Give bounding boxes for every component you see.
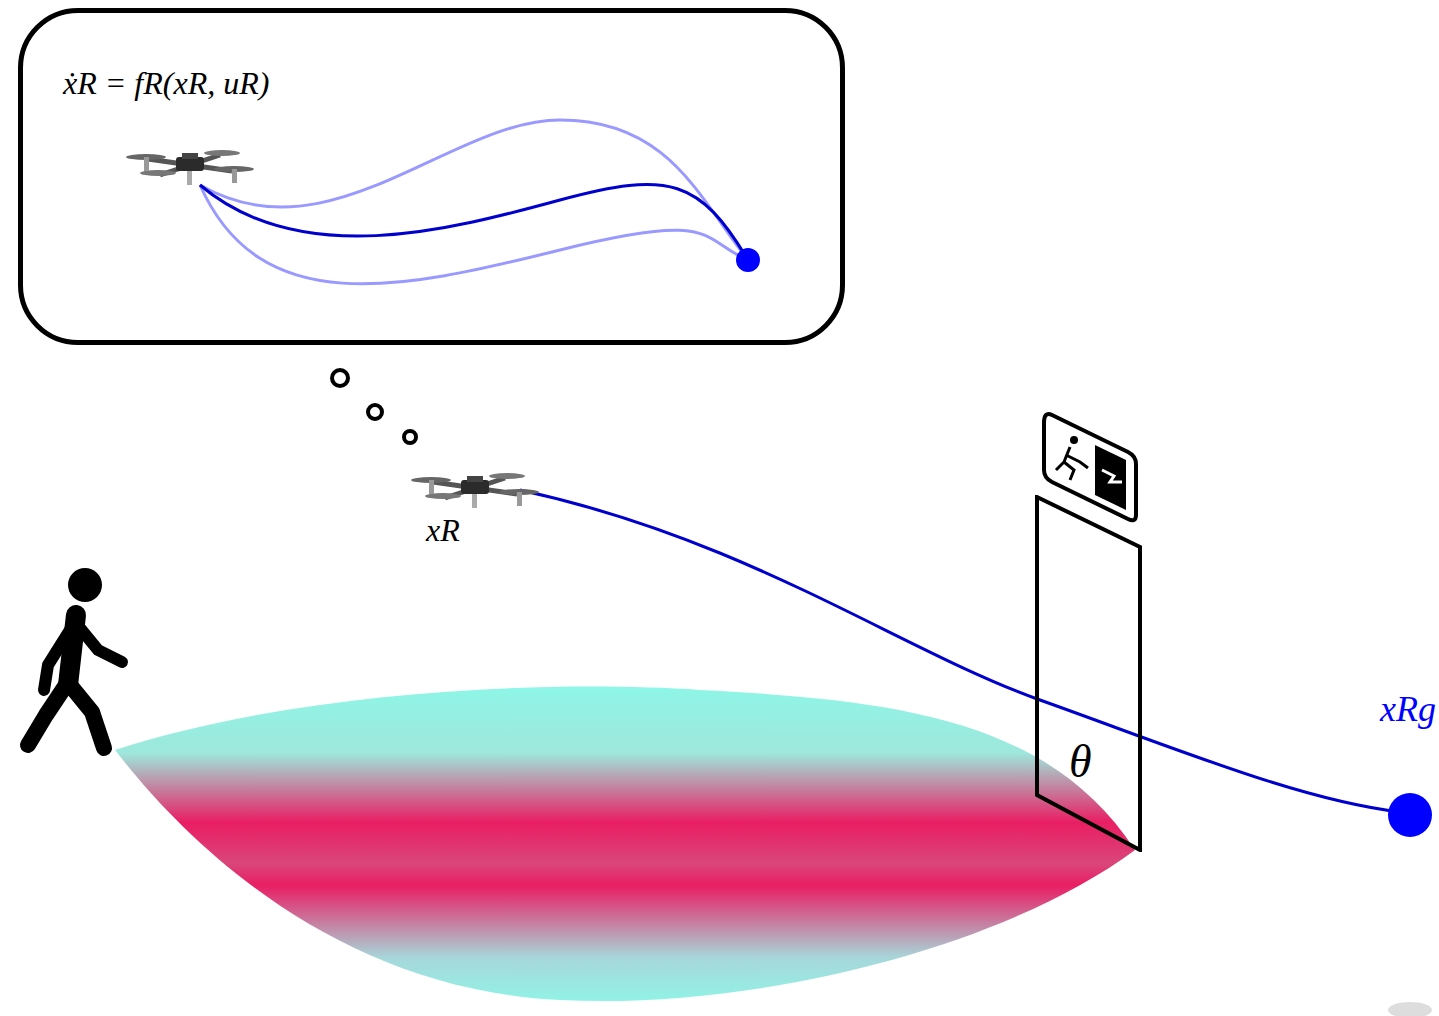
door-shape <box>1035 495 1142 852</box>
shadow-mark <box>1388 1002 1432 1016</box>
thought-dot <box>368 405 382 419</box>
thought-bubble: ẋR = fR(xR, uR) <box>18 8 845 345</box>
exit-sign <box>1044 414 1136 520</box>
goal-dot <box>1388 793 1432 837</box>
person-icon <box>28 568 122 748</box>
drone-trajectory <box>520 490 1400 812</box>
drone-state-label: xR <box>426 512 460 549</box>
math-text: θ <box>1069 735 1092 788</box>
math-text: xRg <box>1380 688 1436 730</box>
thought-dot <box>404 431 416 443</box>
imagined-trajectory <box>200 184 748 260</box>
goal-marker: xRg <box>1360 688 1438 840</box>
math-text: ẋR = fR(xR, uR) <box>63 65 269 102</box>
human-path-band <box>115 687 1135 1001</box>
drone-icon <box>411 473 539 508</box>
door-outline <box>1037 497 1140 850</box>
imagined-trajectory <box>200 120 748 260</box>
drone-icon <box>126 150 254 185</box>
door-frame: θ <box>1035 495 1142 852</box>
imagined-goal-dot <box>736 248 760 272</box>
imagined-trajectory <box>200 185 748 284</box>
thought-dot <box>332 370 348 386</box>
